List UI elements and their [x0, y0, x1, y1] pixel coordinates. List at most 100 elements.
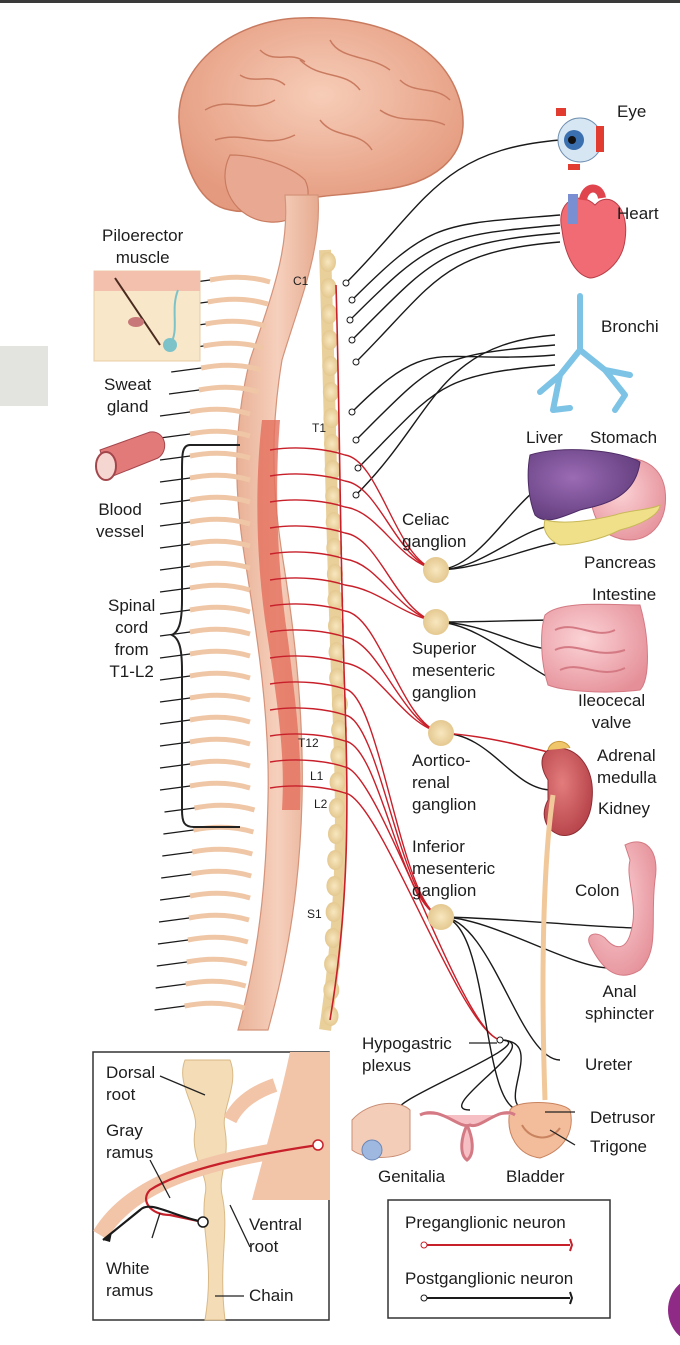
chain-ganglion [325, 512, 342, 532]
chain-ganglion [327, 850, 344, 870]
chain-ganglion [326, 876, 343, 896]
nerve-root [189, 890, 251, 901]
legend-box [387, 1199, 611, 1319]
ganglion-node [496, 1036, 504, 1044]
brain [178, 17, 464, 223]
chain-ganglion [321, 304, 338, 324]
preganglionic-fiber [269, 525, 437, 623]
spinal-nerve [164, 807, 195, 813]
nerve-root [189, 494, 251, 505]
intestine-organ [541, 603, 648, 693]
postganglionic-fiber [355, 241, 561, 363]
nerve-root [188, 912, 250, 923]
spinal-nerve [163, 829, 194, 835]
label-celiac-ganglion: Celiac ganglion [402, 510, 467, 551]
chain-ganglion [328, 642, 345, 662]
label-t12: T12 [298, 736, 319, 750]
label-trigone: Trigone [590, 1137, 648, 1156]
spinal-nerve [159, 763, 191, 769]
ganglion-output [435, 619, 561, 623]
nerve-root [189, 604, 251, 615]
bladder-organ [508, 1102, 572, 1159]
nerve-root [184, 1000, 246, 1011]
lateral-horn-region [257, 420, 301, 810]
chain-ganglion [328, 616, 345, 636]
nerve-root [189, 780, 251, 791]
label-kidney: Kidney [598, 799, 650, 818]
heart-organ [560, 184, 627, 279]
colon-organ [588, 841, 657, 976]
nerve-root [202, 340, 265, 351]
chain-ganglion [324, 460, 341, 480]
preganglionic-fiber [269, 603, 442, 734]
label-hypogastric-plexus: Hypogastric plexus [362, 1034, 452, 1075]
inset-figure [92, 1051, 330, 1321]
fiber-origin [352, 358, 360, 366]
spinal-nerve [159, 455, 191, 461]
postganglionic-fiber [345, 139, 561, 284]
nerve-root [189, 714, 251, 725]
spinal-nerve [159, 609, 191, 615]
spinal-nerve [159, 433, 191, 439]
nerve-root [189, 428, 251, 439]
nerve-root [189, 450, 251, 461]
chain-ganglion [325, 902, 342, 922]
nerve-root [189, 516, 251, 527]
nerve-root [187, 934, 249, 945]
postganglionic-fiber [351, 214, 561, 301]
label-pancreas: Pancreas [584, 553, 656, 572]
spinal-nerve [168, 389, 200, 395]
nerve-root [189, 648, 251, 659]
bronchi-organ [537, 293, 633, 413]
postganglionic-fiber [351, 232, 561, 341]
genitalia-organs [351, 1102, 516, 1162]
label-t1: T1 [312, 421, 327, 435]
spinal-nerve [159, 675, 191, 681]
spinal-bracket [169, 444, 240, 828]
fiber-origin [346, 316, 354, 324]
preganglionic-fiber [269, 785, 501, 1041]
legend-preganglionic-label: Preganglionic neuron [405, 1213, 566, 1232]
label-l1: L1 [310, 769, 324, 783]
chain-ganglion [327, 590, 344, 610]
label-heart: Heart [617, 204, 659, 223]
nerve-root [189, 582, 251, 593]
label-inferior-mesenteric: Inferior mesenteric ganglion [412, 837, 496, 900]
chain-ganglion [329, 772, 346, 792]
preganglionic-fiber [269, 499, 437, 571]
label-detrusor: Detrusor [590, 1108, 656, 1127]
postganglionic-fiber [355, 334, 556, 496]
spinal-nerve [159, 543, 191, 549]
spinal-nerve [157, 939, 188, 945]
nerve-root [189, 670, 251, 681]
postganglionic-fiber [357, 364, 556, 469]
label-eye: Eye [617, 102, 647, 121]
nerve-root [189, 538, 251, 549]
celiac-ganglion [423, 557, 449, 583]
inset-label-white-ramus: White ramus [106, 1259, 154, 1300]
chain-ganglion [327, 824, 344, 844]
inset-label-gray-ramus: Gray ramus [106, 1121, 154, 1162]
preganglionic-fiber [269, 473, 437, 571]
nerve-root [209, 274, 271, 285]
fiber-origin [342, 279, 350, 287]
kidney-organ [540, 741, 593, 1101]
ganglion-output [499, 1039, 531, 1111]
blood-vessel [95, 431, 166, 481]
legend-postganglionic-label: Postganglionic neuron [405, 1269, 574, 1288]
side-panel-tab[interactable] [0, 346, 48, 406]
preganglionic-fiber [269, 629, 442, 734]
chain-ganglion [323, 408, 340, 428]
preganglionic-fiber [269, 655, 442, 734]
label-blood-vessel: Blood vessel [96, 500, 145, 541]
label-bronchi: Bronchi [601, 317, 659, 336]
label-ileocecal-valve: Ileocecal valve [578, 691, 646, 732]
nerve-lines [269, 139, 641, 1111]
nerve-root [189, 692, 251, 703]
preganglionic-fiber [269, 447, 437, 571]
inset-label-ventral-root: Ventral root [249, 1215, 302, 1256]
label-c1: C1 [293, 274, 309, 288]
spinal-nerve [159, 521, 191, 527]
